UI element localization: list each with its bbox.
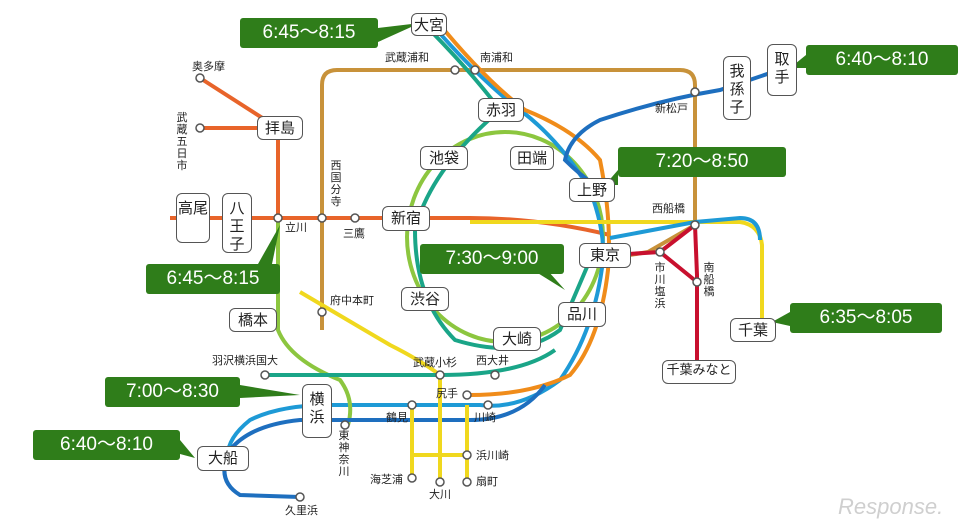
label-kurihama: 久里浜: [285, 504, 318, 517]
time-callout-yokohama: 7:00〜8:30: [105, 377, 240, 407]
station-toride: 取手: [767, 44, 797, 96]
label-ichikawa-shiohama: 市川塩浜: [654, 261, 666, 310]
station-yokohama: 横浜: [302, 384, 332, 438]
label-musashi-urawa: 武蔵浦和: [385, 51, 429, 64]
station-chiba-minato: 千葉みなと: [662, 360, 736, 384]
label-umi-shibaura: 海芝浦: [370, 473, 403, 486]
time-callout-tachikawa: 6:45〜8:15: [146, 264, 280, 294]
station-hachioji: 八王子: [222, 193, 252, 253]
station-omiya: 大宮: [411, 13, 447, 36]
label-okawa: 大川: [429, 488, 451, 501]
station-takao: 高尾: [176, 193, 210, 243]
time-callout-toride: 6:40〜8:10: [806, 45, 958, 75]
label-tsurumi: 鶴見: [386, 411, 408, 424]
station-tokyo: 東京: [579, 243, 631, 268]
time-callout-tokyo: 7:30〜9:00: [420, 244, 564, 274]
label-nishi-kokubunji: 西国分寺: [330, 159, 342, 208]
station-shinjuku: 新宿: [382, 206, 430, 231]
musashino-line: [320, 68, 697, 330]
station-ueno: 上野: [569, 178, 615, 202]
label-shiriteuchi: 尻手: [436, 387, 458, 400]
label-kawasaki: 川崎: [474, 411, 496, 424]
label-nishi-oi: 西大井: [476, 354, 509, 367]
keiyo-blue-line: [609, 215, 762, 241]
label-mitaka: 三鷹: [343, 227, 365, 240]
time-callout-ueno: 7:20〜8:50: [618, 147, 786, 177]
label-nishi-funabashi: 西船橋: [652, 202, 685, 215]
label-haneda-yokohama-kokudai: 羽沢横浜国大: [212, 354, 278, 367]
label-fuchu-hommachi: 府中本町: [330, 294, 374, 307]
sobu-line: [298, 220, 764, 377]
time-callout-ofuna: 6:40〜8:10: [33, 430, 180, 460]
station-akabane: 赤羽: [478, 98, 524, 122]
label-hama-kawasaki: 浜川崎: [476, 449, 509, 462]
time-callout-chiba: 6:35〜8:05: [790, 303, 942, 333]
label-shin-matsudo: 新松戸: [655, 102, 688, 115]
label-musashi-kosugi: 武蔵小杉: [413, 356, 457, 369]
label-ogimachi: 扇町: [476, 475, 498, 488]
yokohama-line: [276, 218, 353, 426]
station-shinagawa: 品川: [558, 302, 606, 327]
label-higashi-kanagawa: 東神奈川: [338, 429, 350, 478]
station-osaki: 大崎: [493, 327, 541, 351]
label-okutama: 奥多摩: [192, 60, 225, 73]
label-musashi-itsukaichi: 武蔵五日市: [176, 111, 188, 172]
nambu-line: [410, 375, 469, 482]
yokosuka-line: [222, 383, 547, 499]
station-ikebukuro: 池袋: [420, 146, 468, 170]
station-chiba: 千葉: [730, 318, 776, 342]
station-tabata: 田端: [510, 146, 554, 170]
label-minami-urawa: 南浦和: [480, 51, 513, 64]
station-shibuya: 渋谷: [401, 287, 449, 311]
station-hashimoto: 橋本: [229, 308, 277, 332]
station-ofuna: 大船: [197, 446, 249, 471]
time-callout-omiya: 6:45〜8:15: [240, 18, 378, 48]
joban-line: [562, 66, 786, 187]
station-haijima: 拝島: [257, 116, 303, 140]
station-dots: [195, 65, 702, 502]
station-abiko: 我孫子: [723, 56, 751, 120]
response-watermark: Response.: [838, 494, 944, 519]
label-tachikawa: 立川: [285, 221, 307, 234]
hazawa-line: [265, 348, 557, 377]
label-minami-funabashi: 南船橋: [703, 261, 715, 298]
